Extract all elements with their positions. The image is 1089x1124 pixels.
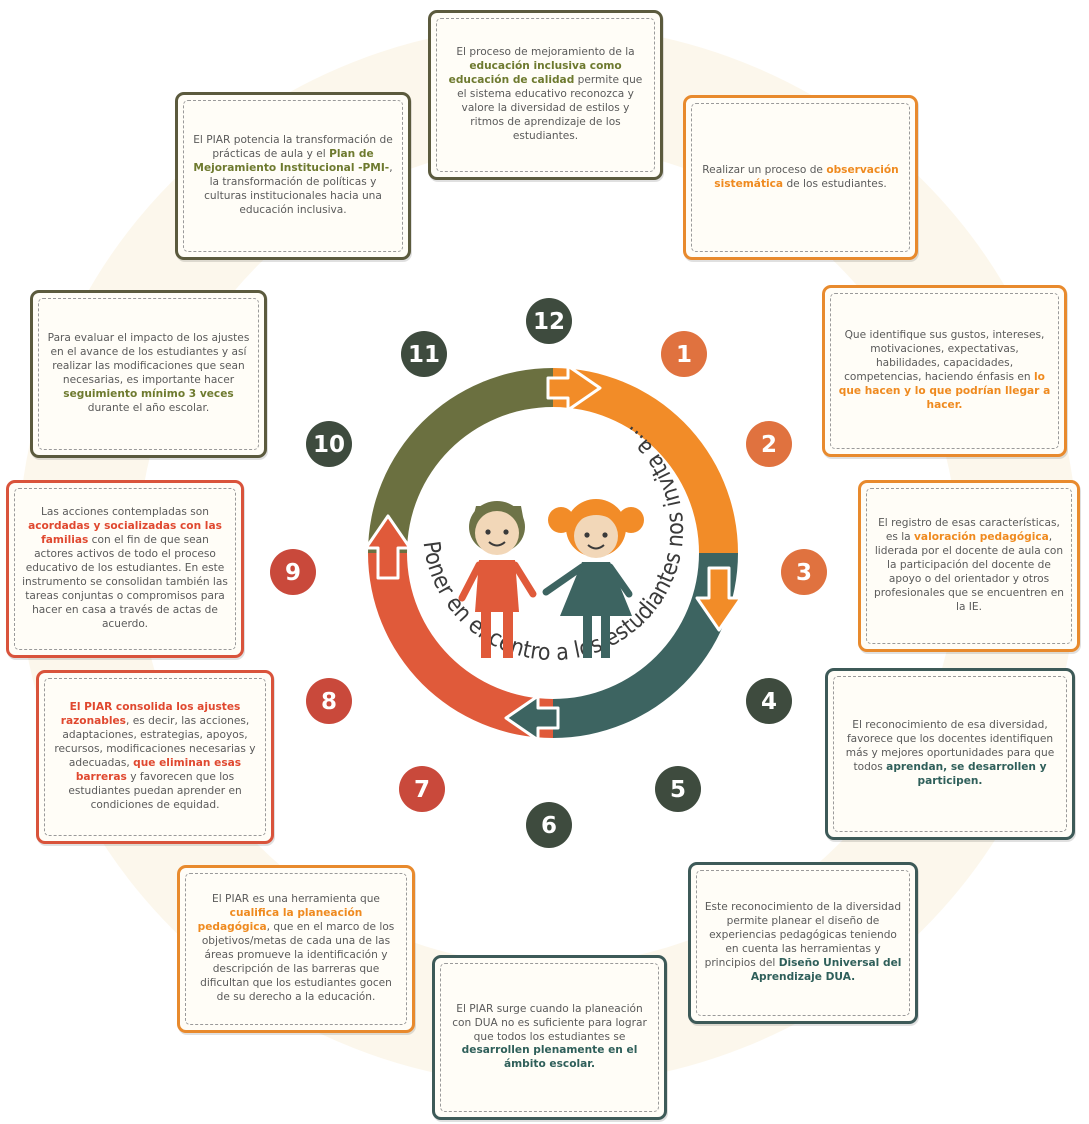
step-card-8-text: El PIAR consolida los ajustes razonables… xyxy=(51,701,259,813)
highlight-text: El PIAR consolida los ajustes razonables xyxy=(60,701,241,728)
body-text: con el fin de que sean actores activos d… xyxy=(22,534,228,630)
body-text: permite que el sistema educativo reconoz… xyxy=(457,74,643,142)
number-circles: 1 2 3 4 5 6 7 8 9 10 11 12 xyxy=(270,298,827,848)
ring-quadrant-olive xyxy=(368,368,553,553)
step-card-4: El reconocimiento de esa diversidad, fav… xyxy=(825,668,1075,840)
step-number-12: 12 xyxy=(533,309,565,335)
highlight-text: valoración pedagógica xyxy=(914,531,1049,544)
step-card-6-text: El PIAR surge cuando la planeación con D… xyxy=(447,1003,652,1073)
body-text: Este reconocimiento de la diversidad per… xyxy=(704,901,902,969)
body-text: , liderada por el docente de aula con la… xyxy=(874,531,1064,613)
arrow-up xyxy=(364,514,412,580)
cycle-ring xyxy=(368,368,738,738)
body-text: y favorecen que los estudiantes puedan a… xyxy=(68,770,242,811)
step-card-8: El PIAR consolida los ajustes razonables… xyxy=(36,670,274,844)
body-text: El PIAR es una herramienta que xyxy=(212,893,380,906)
step-card-1: Realizar un proceso de observación siste… xyxy=(683,95,918,260)
step-number-11: 11 xyxy=(408,342,440,368)
body-text: El PIAR potencia la transformación de pr… xyxy=(193,134,393,161)
step-card-3-text: El registro de esas características, es … xyxy=(873,517,1065,615)
body-text: El proceso de mejoramiento de la xyxy=(456,46,635,59)
step-card-5-text: Este reconocimiento de la diversidad per… xyxy=(703,901,903,985)
highlight-text: Diseño Universal del Aprendizaje DUA. xyxy=(750,956,902,983)
body-text: Para evaluar el impacto de los ajustes e… xyxy=(47,332,250,386)
step-card-1-text: Realizar un proceso de observación siste… xyxy=(698,164,903,192)
step-number-8: 8 xyxy=(321,689,337,715)
step-card-7: El PIAR es una herramienta que cualifica… xyxy=(177,865,415,1033)
step-card-2-text: Que identifique sus gustos, intereses, m… xyxy=(837,329,1052,413)
girl-figure xyxy=(542,499,644,658)
step-number-9: 9 xyxy=(285,560,301,586)
step-card-10: Para evaluar el impacto de los ajustes e… xyxy=(30,290,267,458)
highlight-text: desarrollen plenamente en el ámbito esco… xyxy=(461,1044,638,1071)
body-text: , es decir, las acciones, adaptaciones, … xyxy=(54,715,256,769)
body-text: de los estudiantes. xyxy=(783,177,887,190)
highlight-text: seguimiento mínimo 3 veces xyxy=(63,387,234,400)
step-card-9-text: Las acciones contempladas son acordadas … xyxy=(21,506,229,632)
body-text: , la transformación de políticas y cultu… xyxy=(204,162,393,216)
arrow-left xyxy=(504,694,560,742)
highlight-text: que eliminan esas barreras xyxy=(75,757,242,783)
body-text: El PIAR surge cuando la planeación con D… xyxy=(452,1002,647,1043)
body-text: , que en el marco de los objetivos/metas… xyxy=(200,921,395,1003)
step-number-10: 10 xyxy=(313,432,345,458)
step-card-4-text: El reconocimiento de esa diversidad, fav… xyxy=(840,719,1060,789)
highlight-text: aprendan, se desarrollen y participen. xyxy=(886,760,1047,787)
step-number-5: 5 xyxy=(670,777,686,803)
step-card-9: Las acciones contempladas son acordadas … xyxy=(6,480,244,658)
step-number-2: 2 xyxy=(761,432,777,458)
body-text: Que identifique sus gustos, intereses, m… xyxy=(844,329,1045,383)
step-card-10-text: Para evaluar el impacto de los ajustes e… xyxy=(45,332,252,416)
step-card-2: Que identifique sus gustos, intereses, m… xyxy=(822,285,1067,457)
step-card-12: El proceso de mejoramiento de la educaci… xyxy=(428,10,663,180)
step-card-12-text: El proceso de mejoramiento de la educaci… xyxy=(443,46,648,144)
body-text: El reconocimiento de esa diversidad, fav… xyxy=(845,719,1055,773)
step-card-11: El PIAR potencia la transformación de pr… xyxy=(175,92,411,260)
highlight-text: acordadas y socializadas con las familia… xyxy=(28,520,222,547)
body-text: El registro de esas características, es … xyxy=(878,517,1060,544)
step-number-4: 4 xyxy=(761,689,777,715)
step-number-7: 7 xyxy=(414,777,430,803)
highlight-text: observación sistemática xyxy=(714,163,899,190)
step-card-3: El registro de esas características, es … xyxy=(858,480,1080,652)
boy-figure xyxy=(458,501,537,658)
body-text: Las acciones contempladas son xyxy=(41,506,209,519)
step-card-6: El PIAR surge cuando la planeación con D… xyxy=(432,955,667,1120)
arrow-down xyxy=(695,566,743,632)
step-number-3: 3 xyxy=(796,560,812,586)
center-title: Poner en el centro a los estudiantes nos… xyxy=(418,420,690,666)
body-text: Realizar un proceso de xyxy=(702,163,827,176)
ring-quadrant-orange xyxy=(553,368,738,553)
step-card-7-text: El PIAR es una herramienta que cualifica… xyxy=(192,893,400,1005)
highlight-text: cualifica la planeación pedagógica xyxy=(197,907,363,934)
center-title-text: Poner en el centro a los estudiantes nos… xyxy=(418,420,690,666)
ring-quadrant-teal xyxy=(553,553,738,738)
step-number-1: 1 xyxy=(676,342,692,368)
step-card-5: Este reconocimiento de la diversidad per… xyxy=(688,862,918,1024)
highlight-text: lo que hacen y lo que podrían llegar a h… xyxy=(838,371,1051,411)
body-text: durante el año escolar. xyxy=(87,401,210,414)
cycle-arrows xyxy=(364,364,743,742)
arrow-right xyxy=(546,364,602,412)
step-number-6: 6 xyxy=(541,813,557,839)
highlight-text: educación inclusiva como educación de ca… xyxy=(448,60,622,87)
ring-quadrant-red xyxy=(368,553,553,738)
step-card-11-text: El PIAR potencia la transformación de pr… xyxy=(190,134,396,218)
highlight-text: Plan de Mejoramiento Institucional -PMI- xyxy=(193,148,390,175)
